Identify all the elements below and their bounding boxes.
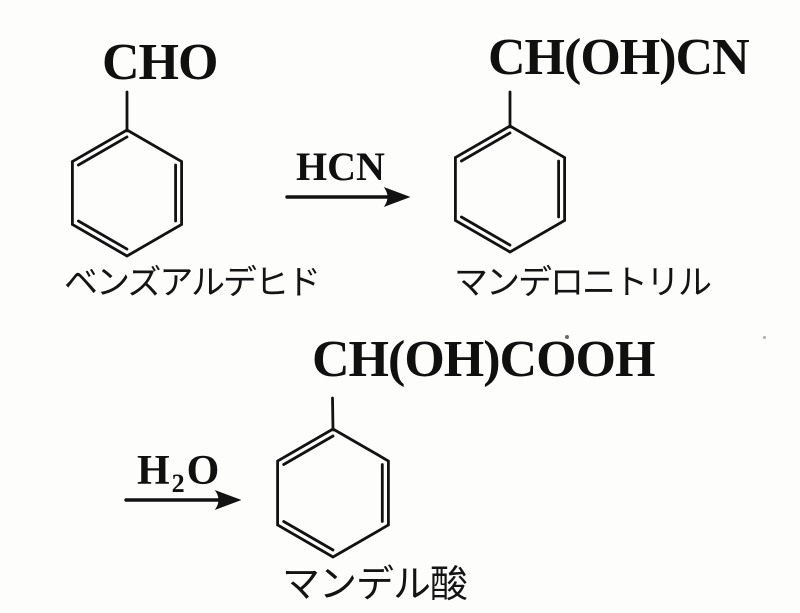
- benzene-ring-outline: [453, 124, 566, 254]
- reagent-h2o-tail: O: [186, 448, 220, 494]
- reagent-h2o: H2O: [137, 450, 219, 497]
- benzene-ring-mandelic-acid: [276, 396, 390, 559]
- reaction-arrow-h2o: [124, 489, 242, 511]
- compound-label-mandelic-acid: マンデル酸: [282, 564, 468, 606]
- reagent-h2o-base: H: [137, 448, 170, 494]
- reaction-arrow-hcn: [285, 186, 411, 208]
- compound-label-benzaldehyde: ベンズアルデヒド: [64, 265, 321, 302]
- compound-label-mandelonitrile: マンデロニトリル: [454, 265, 712, 302]
- reagent-h2o-subscript: 2: [171, 469, 185, 498]
- benzene-ring-mandelonitrile: [453, 90, 566, 254]
- arrow-head: [214, 489, 242, 511]
- double-bond: [77, 135, 129, 167]
- benzene-ring-outline: [276, 427, 390, 559]
- double-bond: [459, 215, 512, 247]
- substituent-bond: [331, 396, 335, 432]
- scan-speck: [565, 335, 569, 339]
- substituent-formula-mandelonitrile: CH(OH)CN: [488, 29, 750, 86]
- arrow-head: [383, 186, 411, 208]
- benzene-ring-outline: [71, 128, 184, 258]
- double-bond: [77, 219, 129, 251]
- reagent-hcn: HCN: [296, 144, 385, 189]
- double-bond: [282, 520, 335, 552]
- double-bond: [282, 434, 335, 466]
- benzene-ring-benzaldehyde: [71, 90, 184, 258]
- scan-speck: [763, 336, 766, 339]
- double-bond: [459, 131, 512, 163]
- substituent-formula-benzaldehyde: CHO: [102, 34, 218, 91]
- substituent-formula-mandelic-acid: CH(OH)COOH: [312, 331, 655, 388]
